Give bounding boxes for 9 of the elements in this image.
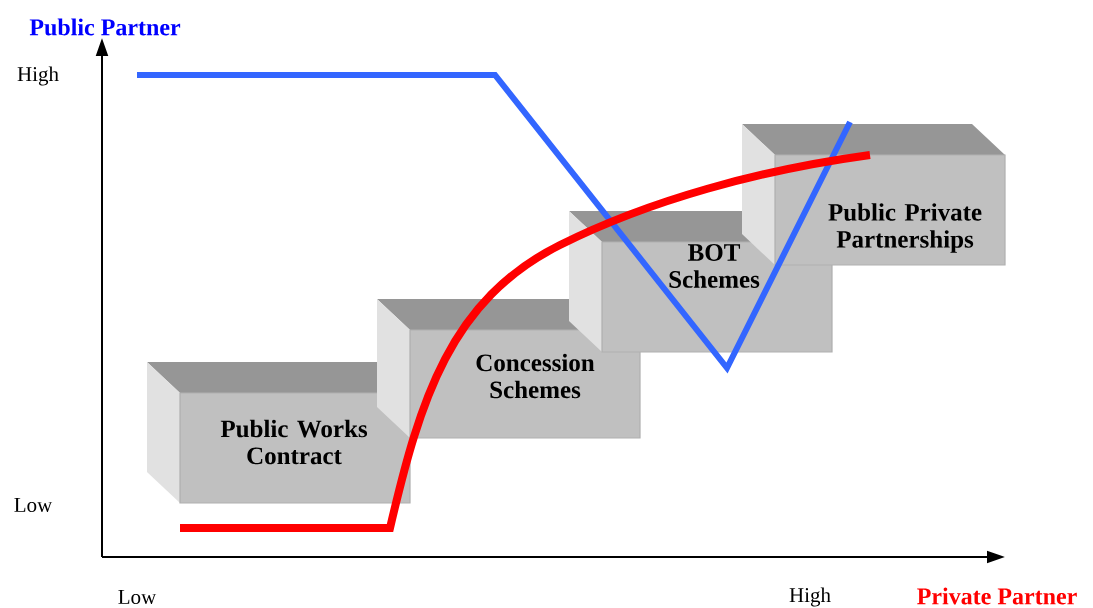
block-box: Concession Schemes [377, 299, 641, 439]
block-box: Public Works Contract [147, 362, 411, 504]
axis-label: Low [14, 498, 53, 512]
axis-label: Private Partner [917, 587, 1077, 605]
axis-label: High [17, 66, 59, 86]
axis-label: High [789, 587, 831, 607]
axis-label: Public Partner [29, 18, 181, 36]
block-box: Public Private Partnerships [742, 124, 1006, 266]
axis-label: Low [118, 590, 157, 604]
